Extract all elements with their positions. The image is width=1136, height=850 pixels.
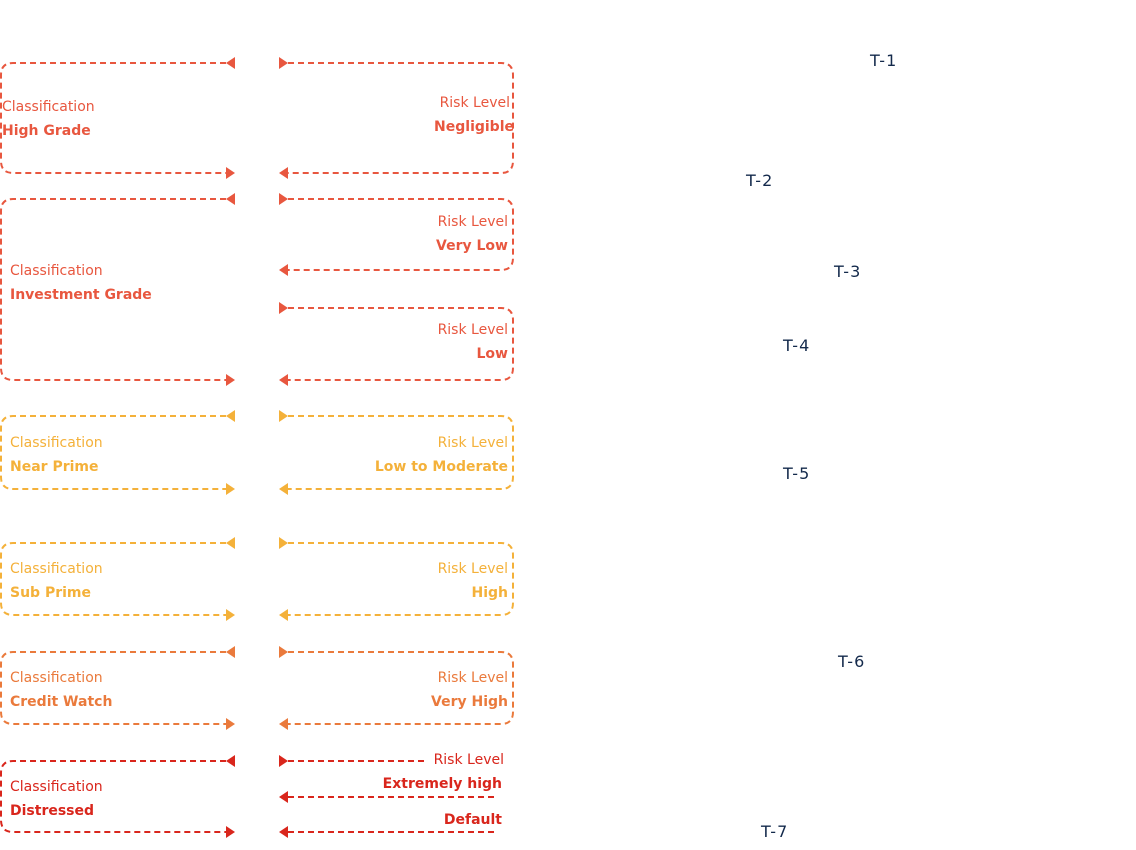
- bracket-arrow-left: [279, 826, 288, 838]
- bracket-arrow-left: [279, 264, 288, 276]
- risk-value-very-high: Very High: [431, 694, 508, 710]
- tier-label-t2: T-2: [746, 171, 774, 190]
- risk-value-extremely-high: Extremely high: [382, 776, 502, 792]
- bracket-arrow-left: [279, 483, 288, 495]
- bracket-arrow-right: [279, 537, 288, 549]
- tier-label-t3: T-3: [834, 262, 862, 281]
- class-caption: Classification: [10, 263, 103, 279]
- risk-bracket: [288, 651, 514, 725]
- bracket-arrow-right: [279, 646, 288, 658]
- risk-caption: Risk Level: [437, 670, 508, 686]
- bracket-arrow-left: [279, 718, 288, 730]
- risk-bracket: [288, 307, 514, 381]
- bracket-arrow-right: [226, 483, 235, 495]
- bracket-arrow-left: [226, 410, 235, 422]
- bracket-arrow-right: [279, 193, 288, 205]
- tier-label-t7: T-7: [761, 822, 789, 841]
- bracket-arrow-left: [226, 537, 235, 549]
- class-name-investment-grade: Investment Grade: [10, 287, 152, 303]
- classification-bracket: [0, 542, 226, 616]
- classification-bracket: [0, 651, 226, 725]
- tier-label-t4: T-4: [783, 336, 811, 355]
- risk-caption: Risk Level: [437, 435, 508, 451]
- tier-label-t5: T-5: [783, 464, 811, 483]
- classification-bracket: [0, 415, 226, 490]
- classification-bracket: [0, 760, 226, 833]
- risk-bracket: [288, 542, 514, 616]
- bracket-layer: [0, 57, 514, 838]
- class-name-near-prime: Near Prime: [10, 459, 99, 475]
- bracket-arrow-left: [279, 609, 288, 621]
- class-name-high-grade: High Grade: [2, 123, 91, 139]
- risk-value-default: Default: [443, 812, 502, 828]
- bracket-arrow-left: [279, 791, 288, 803]
- risk-caption: Risk Level: [437, 214, 508, 230]
- bracket-arrow-right: [226, 826, 235, 838]
- bracket-arrow-left: [279, 374, 288, 386]
- bracket-arrow-left: [279, 167, 288, 179]
- class-caption: Classification: [2, 99, 95, 115]
- bracket-arrow-left: [226, 193, 235, 205]
- class-name-credit-watch: Credit Watch: [10, 694, 113, 710]
- risk-bracket: [288, 62, 514, 174]
- risk-caption: Risk Level: [437, 322, 508, 338]
- class-caption: Classification: [10, 670, 103, 686]
- risk-value-high: High: [471, 585, 508, 601]
- risk-caption: Risk Level: [437, 561, 508, 577]
- class-name-sub-prime: Sub Prime: [10, 585, 91, 601]
- class-caption: Classification: [10, 561, 103, 577]
- bracket-arrow-right: [279, 755, 288, 767]
- class-caption: Classification: [10, 435, 103, 451]
- risk-caption: Risk Level: [433, 752, 504, 768]
- bracket-arrow-right: [279, 57, 288, 69]
- bracket-arrow-right: [226, 609, 235, 621]
- bracket-arrow-right: [226, 374, 235, 386]
- risk-value-low: Low: [476, 346, 508, 362]
- risk-caption: Risk Level: [439, 95, 510, 111]
- tier-label-t6: T-6: [838, 652, 866, 671]
- bracket-arrow-right: [279, 302, 288, 314]
- bracket-arrow-right: [226, 718, 235, 730]
- classification-bracket: [0, 62, 226, 174]
- risk-value-very-low: Very Low: [436, 238, 508, 254]
- risk-bracket: [288, 415, 514, 490]
- bracket-arrow-right: [279, 410, 288, 422]
- risk-value-low-to-moderate: Low to Moderate: [374, 459, 508, 475]
- risk-value-negligible: Negligible: [434, 119, 514, 135]
- classification-bracket: [0, 198, 226, 381]
- bracket-arrow-left: [226, 755, 235, 767]
- class-name-distressed: Distressed: [10, 803, 95, 819]
- risk-bracket: [288, 198, 514, 271]
- bracket-arrow-right: [226, 167, 235, 179]
- bracket-arrow-left: [226, 646, 235, 658]
- tier-label-t1: T-1: [870, 51, 898, 70]
- bracket-arrow-left: [226, 57, 235, 69]
- class-caption: Classification: [10, 779, 103, 795]
